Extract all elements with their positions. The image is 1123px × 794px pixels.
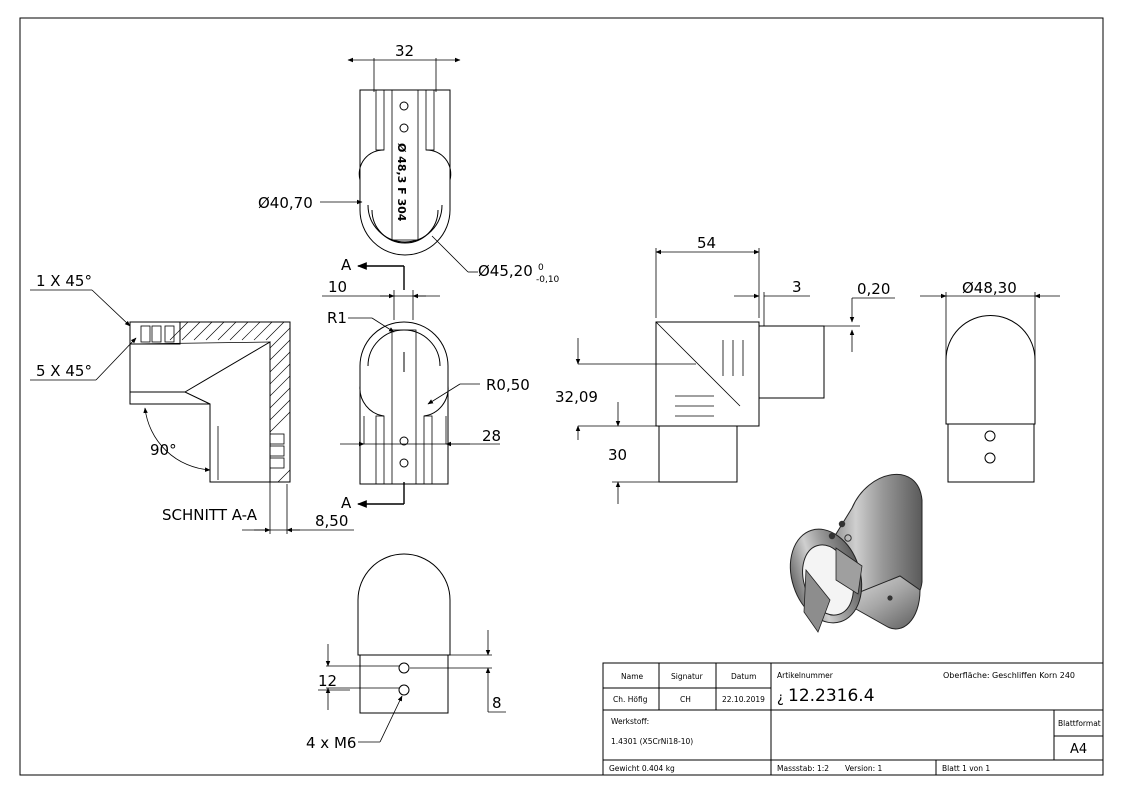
dim-r1: R1 [327, 309, 347, 327]
artikel-number: 12.2316.4 [788, 686, 875, 706]
artikel-label: Artikelnummer [777, 671, 834, 680]
dim-3: 3 [792, 278, 802, 296]
gewicht: Gewicht 0.404 kg [609, 764, 675, 773]
section-a-top: A [341, 256, 352, 274]
dim-8-50: 8,50 [315, 512, 348, 530]
dim-1x45: 1 X 45° [36, 272, 92, 290]
side-view: 54 3 0,20 32,09 30 [555, 234, 895, 504]
version: Version: 1 [845, 764, 882, 773]
dim-tol-lower: -0,10 [536, 275, 560, 285]
dim-0-20: 0,20 [857, 280, 890, 298]
header-signatur: Signatur [671, 672, 704, 681]
oberflaeche-value: Geschliffen Korn 240 [992, 671, 1075, 680]
value-signatur: CH [680, 695, 691, 704]
dim-28: 28 [482, 427, 501, 445]
dim-5x45: 5 X 45° [36, 362, 92, 380]
header-name: Name [621, 672, 644, 681]
blatt: Blatt 1 von 1 [942, 764, 990, 773]
sheet-border [19, 17, 1104, 776]
value-datum: 22.10.2019 [722, 695, 765, 704]
bottom-view: 12 8 4 x M6 [306, 553, 506, 752]
dim-12: 12 [318, 672, 337, 690]
oberflaeche-label: Oberfläche: [943, 671, 990, 680]
dim-dia-45-20: Ø45,20 [478, 262, 533, 280]
top-view: 32 Ø 48,3 F 304 Ø40,70 Ø45,20 0 -0,10 [258, 42, 560, 285]
dim-dia-40-70: Ø40,70 [258, 194, 313, 212]
dim-4xm6: 4 x M6 [306, 734, 356, 752]
dim-r0-50: R0,50 [486, 376, 530, 394]
dim-8: 8 [492, 694, 502, 712]
dim-30: 30 [608, 446, 627, 464]
werkstoff-value: 1.4301 (X5CrNi18-10) [611, 737, 693, 746]
blattformat-value: A4 [1070, 742, 1087, 757]
section-label: SCHNITT A-A [162, 506, 258, 524]
engraving-text: Ø 48,3 F 304 [395, 143, 408, 222]
artikel-prefix: ¿ [777, 691, 784, 706]
dim-54: 54 [697, 234, 716, 252]
section-a-bottom: A [341, 494, 352, 512]
isometric-render [789, 473, 923, 633]
dim-32: 32 [395, 42, 414, 60]
massstab: Massstab: 1:2 [777, 764, 829, 773]
front-view: A 10 R1 R0,50 28 A [322, 256, 530, 512]
header-datum: Datum [731, 672, 756, 681]
title-block: Name Signatur Datum Ch. Höfig CH 22.10.2… [602, 662, 1104, 776]
werkstoff-label: Werkstoff: [611, 717, 649, 726]
dim-90-deg: 90° [150, 441, 177, 459]
value-name: Ch. Höfig [613, 695, 648, 704]
dim-10: 10 [328, 278, 347, 296]
dim-dia-48-30: Ø48,30 [962, 279, 1017, 297]
section-view: 1 X 45° 5 X 45° 90° SCHNITT A-A 8,50 [30, 272, 354, 534]
blattformat-label: Blattformat [1058, 719, 1101, 728]
dim-32-09: 32,09 [555, 388, 598, 406]
dim-tol-upper: 0 [538, 263, 544, 273]
right-view: Ø48,30 [920, 279, 1060, 483]
